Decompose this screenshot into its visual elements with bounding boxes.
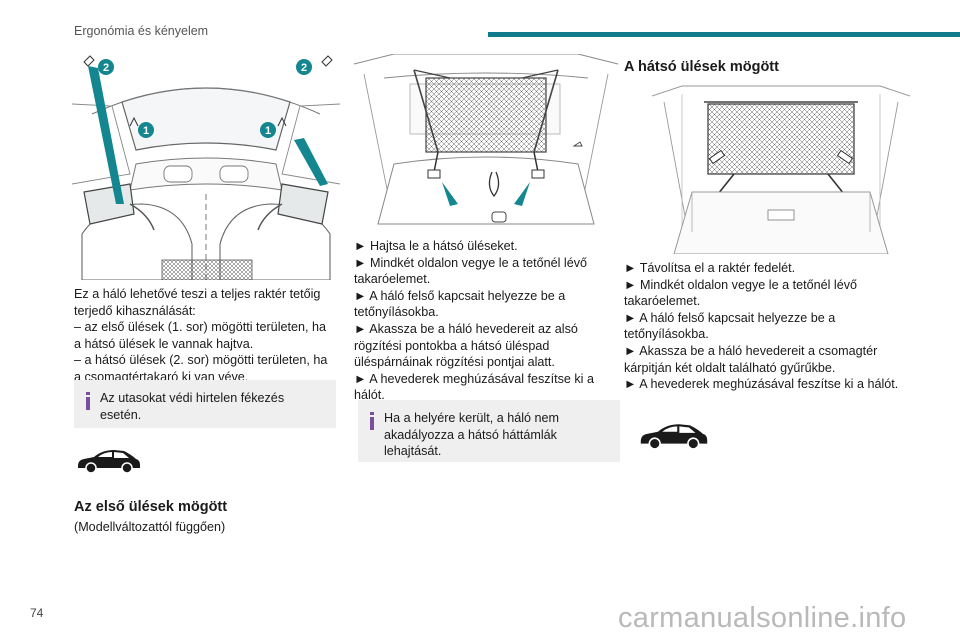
step-2-2: ► Mindkét oldalon vegye le a tetőnél lév… bbox=[354, 255, 587, 287]
callout-2-left-label: 2 bbox=[103, 62, 109, 74]
page-number: 74 bbox=[30, 606, 44, 620]
step-3-2: ► Mindkét oldalon vegye le a tetőnél lév… bbox=[624, 277, 857, 309]
column2-steps: ► Hajtsa le a hátsó üléseket. ► Mindkét … bbox=[354, 238, 620, 404]
info-icon bbox=[370, 412, 374, 430]
watermark: carmanualsonline.info bbox=[618, 602, 907, 634]
step-2-3: ► A háló felső kapcsait helyezze be a te… bbox=[354, 288, 566, 320]
step-3-4: ► Akassza be a háló hevedereit a csomagt… bbox=[624, 343, 878, 375]
step-2-4: ► Akassza be a háló hevedereit az alsó r… bbox=[354, 321, 578, 370]
header-title: Ergonómia és kényelem bbox=[74, 24, 209, 38]
info-box-1: Az utasokat védi hirtelen fékezés esetén… bbox=[74, 380, 336, 428]
info-text-2: Ha a helyére került, a háló nem akadályo… bbox=[384, 411, 560, 459]
suv-car-icon bbox=[78, 450, 140, 474]
info-text-1: Az utasokat védi hirtelen fékezés esetén… bbox=[100, 391, 285, 422]
usage-item-1: – az első ülések (1. sor) mögötti terüle… bbox=[74, 320, 327, 351]
rear-seat-folded-illustration bbox=[354, 54, 618, 234]
header-accent-bar bbox=[488, 32, 960, 37]
column1-text: Ez a háló lehetővé teszi a teljes raktér… bbox=[74, 286, 336, 386]
callout-1-right-label: 1 bbox=[265, 125, 271, 137]
callout-1-right bbox=[260, 122, 276, 138]
front-net-illustration: 2 2 1 1 bbox=[72, 54, 340, 280]
callout-2-left bbox=[98, 59, 114, 75]
info-box-2: Ha a helyére került, a háló nem akadályo… bbox=[358, 400, 620, 462]
boot-net-illustration bbox=[652, 82, 910, 254]
intro-text: Ez a háló lehetővé teszi a teljes raktér… bbox=[74, 287, 321, 318]
info-icon bbox=[86, 392, 90, 410]
section-title-front: Az első ülések mögött bbox=[74, 499, 228, 515]
callout-1-left-label: 1 bbox=[143, 125, 149, 137]
callout-2-right bbox=[296, 59, 312, 75]
variant-note: (Modellváltozattól függően) bbox=[74, 520, 226, 534]
step-3-3: ► A háló felső kapcsait helyezze be a te… bbox=[624, 310, 836, 342]
section-title-rear: A hátsó ülések mögött bbox=[624, 59, 779, 75]
callout-2-right-label: 2 bbox=[301, 62, 307, 74]
step-2-1: ► Hajtsa le a hátsó üléseket. bbox=[354, 239, 518, 253]
step-3-1: ► Távolítsa el a raktér fedelét. bbox=[624, 261, 796, 275]
column3-steps: ► Távolítsa el a raktér fedelét. ► Mindk… bbox=[624, 260, 914, 393]
callout-1-left bbox=[138, 122, 154, 138]
step-2-5: ► A hevederek meghúzásával feszítse ki a… bbox=[354, 371, 594, 403]
step-3-5: ► A hevederek meghúzásával feszítse ki a… bbox=[624, 377, 899, 392]
suv-car-icon bbox=[640, 424, 708, 450]
